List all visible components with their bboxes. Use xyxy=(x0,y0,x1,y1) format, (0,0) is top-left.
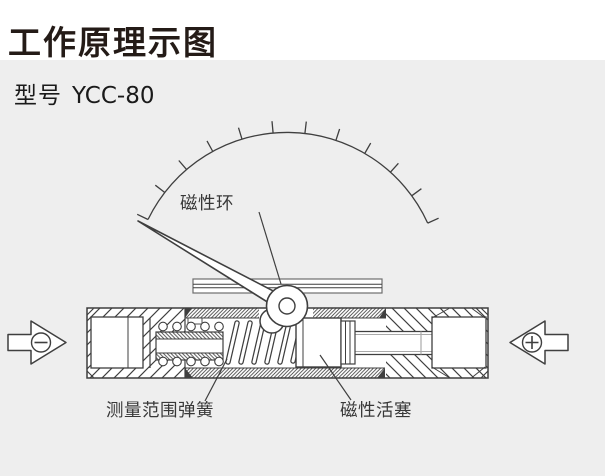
magnetic-ring-leader xyxy=(258,211,282,285)
cylinder-walls xyxy=(185,308,386,378)
diagram-panel xyxy=(0,60,605,476)
magnetic-piston-leader xyxy=(319,354,352,401)
gauge-ticks xyxy=(136,121,439,224)
gauge-scale xyxy=(136,121,439,224)
spring-seat xyxy=(149,318,224,368)
piston-rod xyxy=(355,330,432,356)
magnetic-piston-label: 磁性活塞 xyxy=(340,401,412,421)
low-pressure-arrow xyxy=(7,320,67,365)
minus-sign-icon xyxy=(30,332,52,353)
magnetic-piston xyxy=(295,317,356,368)
model-row: 型号 YCC-80 xyxy=(14,76,154,110)
gauge-arc xyxy=(147,131,429,224)
right-port xyxy=(431,316,487,369)
leader-lines xyxy=(204,211,352,402)
pivot xyxy=(265,284,309,328)
title-band: 工作原理示图 xyxy=(0,0,605,62)
plus-sign-icon xyxy=(521,332,543,353)
range-spring-label: 测量范围弹簧 xyxy=(106,401,214,421)
magnetic-ring-label: 磁性环 xyxy=(180,194,234,214)
range-spring xyxy=(225,320,304,365)
model-label: 型号 xyxy=(14,83,62,109)
page-title: 工作原理示图 xyxy=(8,23,218,62)
device-body xyxy=(86,307,489,379)
high-pressure-arrow xyxy=(509,320,569,365)
model-value: YCC-80 xyxy=(72,83,155,109)
piston-rod-channel xyxy=(355,331,432,355)
left-port xyxy=(90,316,144,369)
range-spring-leader xyxy=(204,358,228,402)
